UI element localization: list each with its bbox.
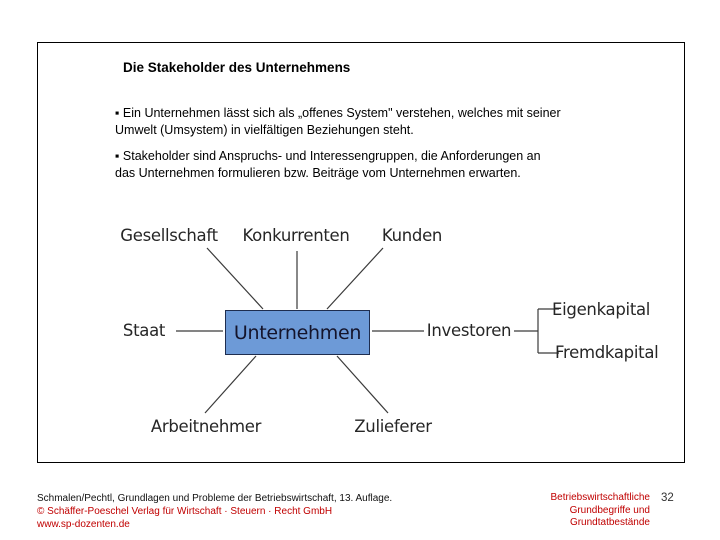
bullet-1-line-2: Umwelt (Umsystem) in vielfältigen Bezieh…: [115, 123, 414, 137]
label-konkurrenten: Konkurrenten: [242, 226, 350, 245]
footer-source: Schmalen/Pechtl, Grundlagen und Probleme…: [37, 492, 392, 531]
footer-chapter-line-1: Betriebswirtschaftliche: [550, 492, 650, 503]
footer-url: www.sp-dozenten.de: [37, 519, 130, 530]
bullet-2-line-2: das Unternehmen formulieren bzw. Beiträg…: [115, 166, 521, 180]
footer-chapter: Betriebswirtschaftliche Grundbegriffe un…: [551, 492, 650, 530]
label-fremdkapital: Fremdkapital: [555, 343, 659, 362]
slide-title: Die Stakeholder des Unternehmens: [123, 60, 351, 75]
label-arbeitnehmer: Arbeitnehmer: [150, 417, 262, 436]
bullet-paragraph-1: ▪ Ein Unternehmen lässt sich als „offene…: [115, 105, 561, 139]
bullet-paragraph-2: ▪ Stakeholder sind Anspruchs- und Intere…: [115, 148, 541, 182]
footer-chapter-line-3: Grundtatbestände: [569, 517, 650, 528]
label-zulieferer: Zulieferer: [354, 417, 432, 436]
bullet-2-line-1: ▪ Stakeholder sind Anspruchs- und Intere…: [115, 149, 541, 163]
label-gesellschaft: Gesellschaft: [120, 226, 218, 245]
unternehmen-box: Unternehmen: [225, 310, 370, 355]
label-staat: Staat: [122, 321, 166, 340]
label-kunden: Kunden: [381, 226, 443, 245]
page-number: 32: [661, 492, 674, 504]
unternehmen-box-label: Unternehmen: [233, 321, 362, 344]
bullet-1-line-1: ▪ Ein Unternehmen lässt sich als „offene…: [115, 106, 561, 120]
footer-chapter-line-2: Grundbegriffe und: [569, 504, 650, 516]
footer-copyright-line: © Schäffer-Poeschel Verlag für Wirtschaf…: [37, 506, 333, 517]
label-investoren: Investoren: [426, 321, 512, 340]
label-eigenkapital: Eigenkapital: [552, 300, 651, 319]
footer-source-line: Schmalen/Pechtl, Grundlagen und Probleme…: [37, 493, 393, 504]
